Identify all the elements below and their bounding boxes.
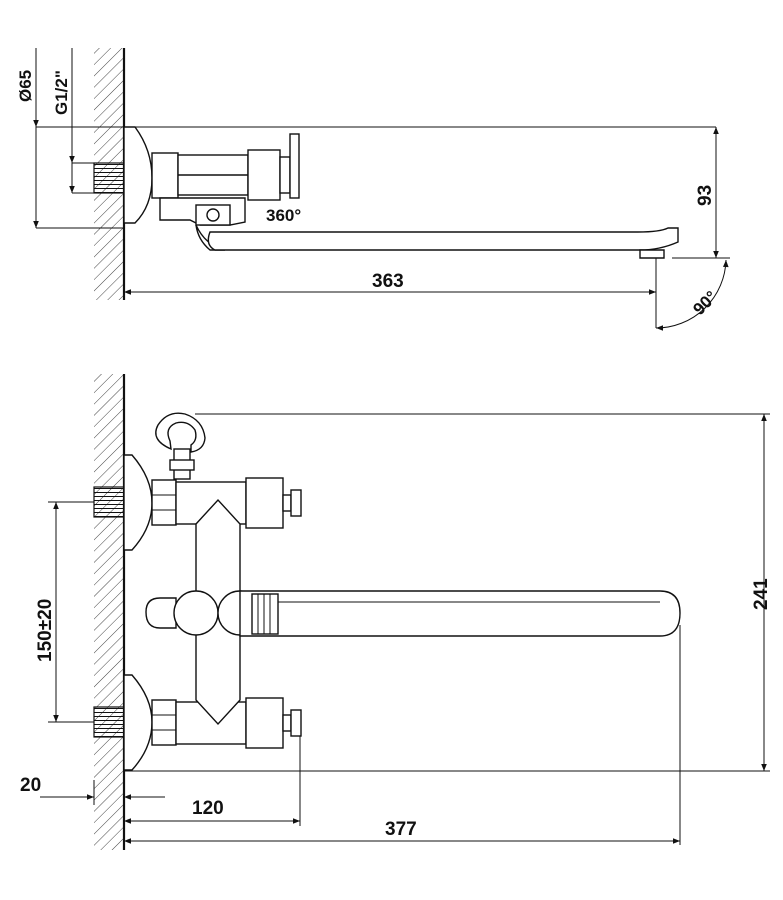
escutcheon-lower	[123, 674, 153, 771]
upper-nut	[151, 479, 177, 526]
spout-collar	[251, 593, 279, 635]
thread-connector-upper	[93, 486, 125, 518]
upper-handle-knob	[290, 489, 302, 517]
thread-connector-top	[93, 162, 125, 194]
spout-front	[239, 590, 681, 637]
angle-label: 90°	[689, 287, 721, 319]
total-length-label: 377	[385, 819, 417, 840]
wall-offset-label: 20	[20, 775, 41, 796]
valve-cap-top	[247, 149, 281, 201]
escutcheon-upper	[123, 454, 153, 551]
lower-handle-knob	[290, 709, 302, 737]
front-view: 241 150±20 20 120 377	[20, 374, 772, 850]
shower-holder	[155, 412, 206, 453]
diameter-label: Ø65	[16, 70, 35, 102]
diverter-ball	[173, 590, 219, 636]
diverter-front	[145, 597, 177, 629]
valve-body-top	[151, 152, 179, 199]
escutcheon-top	[123, 126, 153, 224]
spout-top	[207, 227, 679, 251]
spacing-label: 150±20	[35, 599, 56, 662]
height-241-label: 241	[751, 578, 772, 610]
handle-disc-top	[289, 133, 300, 199]
lower-valve-cap	[245, 697, 284, 749]
lower-nut	[151, 699, 177, 746]
length-363-label: 363	[372, 271, 404, 292]
thread-connector-lower	[93, 706, 125, 738]
rotation-label: 360°	[266, 206, 301, 225]
handle-offset-label: 120	[192, 798, 224, 819]
height-93-label: 93	[695, 185, 716, 206]
angle-arc	[655, 259, 729, 331]
thread-label: G1/2"	[52, 70, 71, 115]
top-view: Ø65 G1/2" 360° 93 363 90°	[16, 48, 730, 331]
upper-valve-cap	[245, 477, 284, 529]
aerator-top	[639, 249, 665, 259]
valve-stem-top	[279, 156, 291, 194]
wall-hatch-front	[94, 374, 124, 850]
